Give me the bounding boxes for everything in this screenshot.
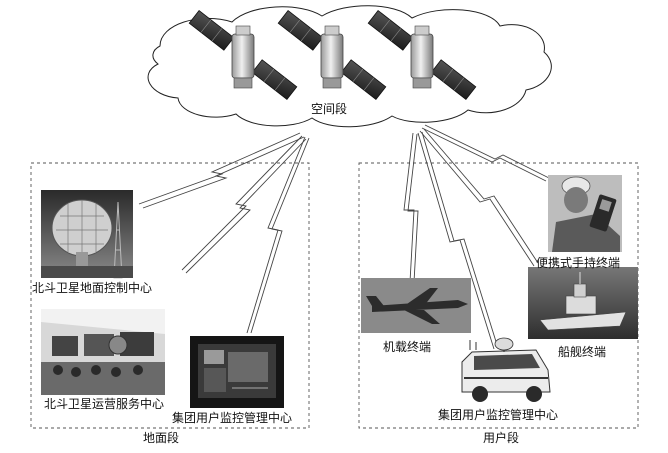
signal-link-ground-control <box>138 132 305 209</box>
user-monitor-center-label: 集团用户监控管理中心 <box>438 408 559 422</box>
ship-terminal-label: 船舰终端 <box>558 345 607 359</box>
van-photo <box>461 337 551 402</box>
signal-link-handheld <box>421 124 550 182</box>
satellite-icon <box>367 9 477 101</box>
ground-segment-label: 地面段 <box>143 431 180 445</box>
handheld-terminal-label: 便携式手持终端 <box>536 256 621 270</box>
operations-service-center-label: 北斗卫星运营服务中心 <box>44 397 165 411</box>
signal-link-ground-ops <box>181 135 307 274</box>
radar-dish-photo <box>41 190 133 279</box>
handheld-photo <box>548 175 622 252</box>
satellite-body <box>320 25 344 89</box>
monitor-screen-photo <box>190 336 284 408</box>
satellite-icon <box>188 9 298 101</box>
ground-control-center-label: 北斗卫星地面控制中心 <box>32 281 153 295</box>
satellite-body <box>231 25 255 89</box>
user-segment-box <box>358 162 639 429</box>
signal-link-van <box>417 131 499 350</box>
satellite-body <box>410 25 434 89</box>
signal-links <box>138 124 550 350</box>
control-room-photo <box>41 309 165 395</box>
satellite-icon <box>277 9 387 101</box>
signal-link-ground-monitor <box>246 136 310 334</box>
ground-monitor-center-label: 集团用户监控管理中心 <box>172 411 293 425</box>
aircraft-photo <box>361 278 471 333</box>
ground-segment-box <box>30 162 310 429</box>
signal-link-aircraft <box>403 132 419 283</box>
airborne-terminal-label: 机载终端 <box>383 340 432 354</box>
ship-photo <box>528 267 638 339</box>
space-segment-label: 空间段 <box>311 102 348 116</box>
user-segment-label: 用户段 <box>483 431 520 445</box>
signal-link-ship <box>419 128 539 267</box>
